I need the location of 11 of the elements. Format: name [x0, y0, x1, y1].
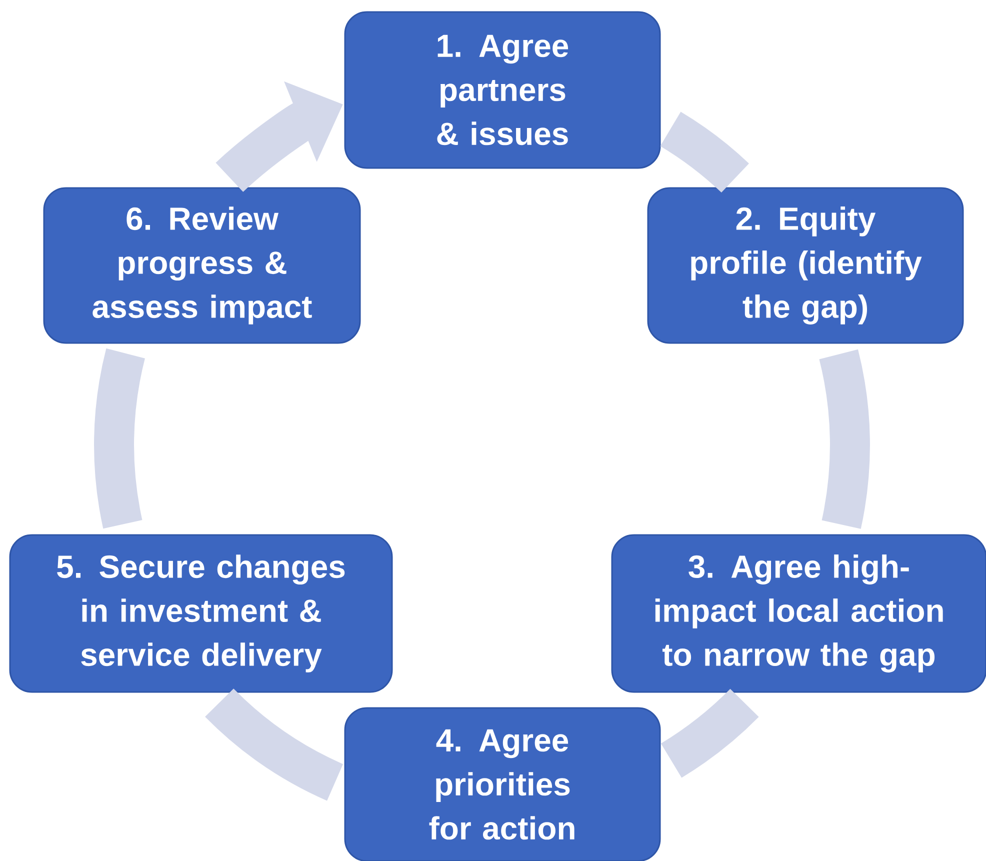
cycle-band	[205, 688, 344, 801]
process-box: 6. Review progress & assess impact	[43, 187, 361, 344]
cycle-band	[819, 350, 870, 529]
process-box: 4. Agree priorities for action	[344, 707, 661, 861]
process-box: 1. Agree partners & issues	[344, 11, 661, 169]
process-box: 2. Equity profile (identify the gap)	[647, 187, 964, 344]
cycle-band	[660, 688, 759, 778]
process-box: 3. Agree high-impact local action to narrow the gap	[611, 534, 986, 693]
cycle-band	[660, 112, 749, 193]
process-box: 5. Secure changes in investment & service delivery	[9, 534, 393, 693]
cycle-band	[94, 348, 146, 528]
